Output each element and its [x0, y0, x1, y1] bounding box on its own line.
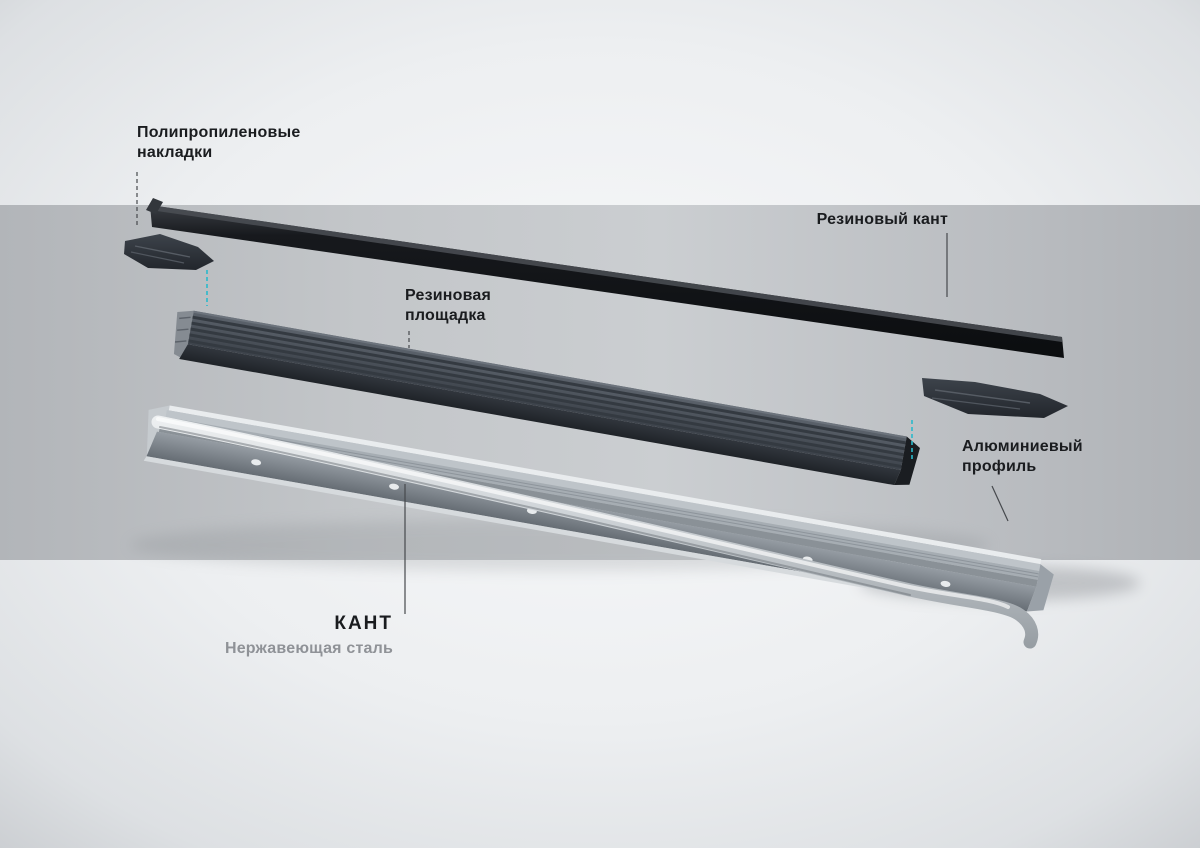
polypropylene-cap-left: [124, 234, 214, 270]
label-rubber-edge: Резиновый кант: [817, 210, 948, 230]
polypropylene-cap-right: [922, 378, 1068, 418]
label-kant-subtitle: Нержавеющая сталь: [224, 640, 393, 657]
rubber-edge-strip: [146, 198, 1064, 358]
label-rubber-pad-line2: площадка: [405, 307, 486, 324]
label-polypropylene-caps-line1: Полипропиленовые: [137, 124, 301, 141]
label-aluminum-profile: Алюминиевый профиль: [962, 437, 1083, 477]
aluminum-profile-leader-line: [991, 485, 1009, 522]
label-aluminum-profile-line2: профиль: [962, 458, 1037, 475]
leader-lines: [136, 172, 1009, 614]
rubber-pad: [173, 310, 920, 486]
label-kant: КАНТ Нержавеющая сталь: [225, 614, 393, 659]
label-polypropylene-caps-line2: накладки: [137, 144, 213, 161]
label-aluminum-profile-line1: Алюминиевый: [962, 438, 1083, 455]
label-polypropylene-caps: Полипропиленовые накладки: [137, 123, 300, 163]
label-rubber-pad-line1: Резиновая: [405, 287, 492, 304]
stainless-steel-kant-tube: [151, 415, 1039, 649]
label-rubber-pad: Резиновая площадка: [405, 286, 491, 326]
label-rubber-edge-text: Резиновый кант: [816, 211, 948, 228]
label-kant-title: КАНТ: [334, 613, 393, 634]
